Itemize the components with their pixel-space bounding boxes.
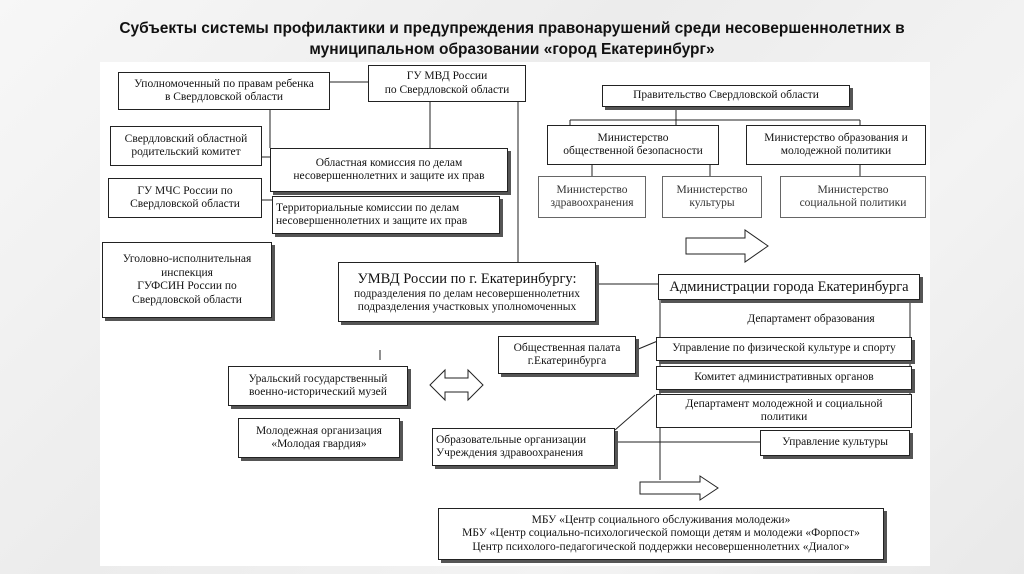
edu-orgs-box: Образовательные организации Учреждения з… <box>432 428 615 466</box>
culture-dept-label: Управление культуры <box>782 436 888 449</box>
dept-education-box: Департамент образования <box>718 310 904 330</box>
mbu-line-2: МБУ «Центр социально-психологической пом… <box>462 527 860 540</box>
ministry-social-box: Министерство социальной политики <box>780 176 926 218</box>
youth-dept-line-2: политики <box>760 411 808 423</box>
admin-committee-box: Комитет административных органов <box>656 366 912 390</box>
fsin-line-3: ГУФСИН России по <box>137 280 237 292</box>
ministry-culture-line-2: культуры <box>689 197 735 209</box>
umvd-line-3: подразделения участковых уполномоченных <box>357 301 577 313</box>
young-guard-line-1: Молодежная организация <box>256 424 382 437</box>
ombudsman-line-1: Уполномоченный по правам ребенка <box>134 77 314 90</box>
museum-box: Уральский государственный военно-историч… <box>228 366 408 406</box>
public-chamber-box: Общественная палата г.Екатеринбурга <box>498 336 636 374</box>
mvd-line-2: по Свердловской области <box>384 83 510 96</box>
sport-dept-box: Управление по физической культуре и спор… <box>656 337 912 361</box>
public-chamber-line-2: г.Екатеринбурга <box>527 355 607 367</box>
parents-line-2: родительский комитет <box>131 146 241 158</box>
edu-orgs-line-2: Учреждения здравоохранения <box>436 447 584 459</box>
city-admin-box: Администрации города Екатеринбурга <box>658 274 920 300</box>
ombudsman-line-2: в Свердловской области <box>164 91 284 103</box>
regional-commission-line-1: Областная комиссия по делам <box>315 156 463 169</box>
ministry-culture-box: Министерство культуры <box>662 176 762 218</box>
umvd-box: УМВД России по г. Екатеринбургу: подразд… <box>338 262 596 322</box>
ministry-culture-line-1: Министерство <box>676 183 748 196</box>
mbu-line-3: Центр психолого-педагогической поддержки… <box>472 540 850 553</box>
government-box: Правительство Свердловской области <box>602 85 850 107</box>
youth-dept-line-1: Департамент молодежной и социальной <box>685 397 883 410</box>
government-label: Правительство Свердловской области <box>633 89 819 102</box>
territorial-line-2: несовершеннолетних и защите их прав <box>276 215 468 227</box>
ministry-health-line-2: здравоохранения <box>550 197 634 209</box>
fsin-line-4: Свердловской области <box>132 293 242 306</box>
museum-line-1: Уральский государственный <box>248 372 388 385</box>
ministry-health-box: Министерство здравоохранения <box>538 176 646 218</box>
ministry-education-box: Министерство образования и молодежной по… <box>746 125 926 165</box>
youth-dept-box: Департамент молодежной и социальной поли… <box>656 394 912 428</box>
dept-education-label: Департамент образования <box>747 313 875 326</box>
city-admin-label: Администрации города Екатеринбурга <box>669 278 909 295</box>
title-line-1: Субъекты системы профилактики и предупре… <box>119 20 905 37</box>
ministry-social-line-2: социальной политики <box>799 197 907 209</box>
ministry-education-line-2: молодежной политики <box>780 145 892 157</box>
mvd-line-1: ГУ МВД России <box>406 70 488 82</box>
territorial-line-1: Территориальные комиссии по делам <box>276 201 460 214</box>
mvd-box: ГУ МВД России по Свердловской области <box>368 65 526 102</box>
culture-dept-box: Управление культуры <box>760 430 910 456</box>
young-guard-line-2: «Молодая гвардия» <box>271 438 367 450</box>
ministry-security-line-1: Министерство <box>597 131 669 144</box>
mchs-line-2: Свердловской области <box>130 198 240 210</box>
admin-committee-label: Комитет административных органов <box>694 371 874 384</box>
ministry-security-line-2: общественной безопасности <box>563 145 703 157</box>
umvd-line-2: подразделения по делам несовершеннолетни… <box>353 287 581 300</box>
fsin-line-2: инспекция <box>161 266 213 279</box>
sport-dept-label: Управление по физической культуре и спор… <box>672 342 896 355</box>
young-guard-box: Молодежная организация «Молодая гвардия» <box>238 418 400 458</box>
regional-commission-line-2: несовершеннолетних и защите их прав <box>293 170 485 182</box>
museum-line-2: военно-исторический музей <box>249 386 387 398</box>
ministry-security-box: Министерство общественной безопасности <box>547 125 719 165</box>
ministry-social-line-1: Министерство <box>817 183 889 196</box>
fsin-box: Уголовно-исполнительная инспекция ГУФСИН… <box>102 242 272 318</box>
mbu-box: МБУ «Центр социального обслуживания моло… <box>438 508 884 560</box>
umvd-line-1: УМВД России по г. Екатеринбургу: <box>357 270 577 287</box>
territorial-commissions-box: Территориальные комиссии по делам несове… <box>272 196 500 234</box>
public-chamber-line-1: Общественная палата <box>513 341 621 354</box>
ministry-education-line-1: Министерство образования и <box>764 131 908 144</box>
regional-commission-box: Областная комиссия по делам несовершенно… <box>270 148 508 192</box>
title-line-2: муниципальном образовании «город Екатери… <box>309 41 715 58</box>
mchs-box: ГУ МЧС России по Свердловской области <box>108 178 262 218</box>
parents-committee-box: Свердловский областной родительский коми… <box>110 126 262 166</box>
mbu-line-1: МБУ «Центр социального обслуживания моло… <box>531 513 791 526</box>
mchs-line-1: ГУ МЧС России по <box>137 184 233 197</box>
edu-orgs-line-1: Образовательные организации <box>436 433 587 446</box>
ombudsman-box: Уполномоченный по правам ребенка в Сверд… <box>118 72 330 110</box>
fsin-line-1: Уголовно-исполнительная <box>122 253 252 265</box>
ministry-health-line-1: Министерство <box>556 183 628 196</box>
page-title: Субъекты системы профилактики и предупре… <box>0 18 1024 60</box>
parents-line-1: Свердловский областной <box>124 132 248 145</box>
